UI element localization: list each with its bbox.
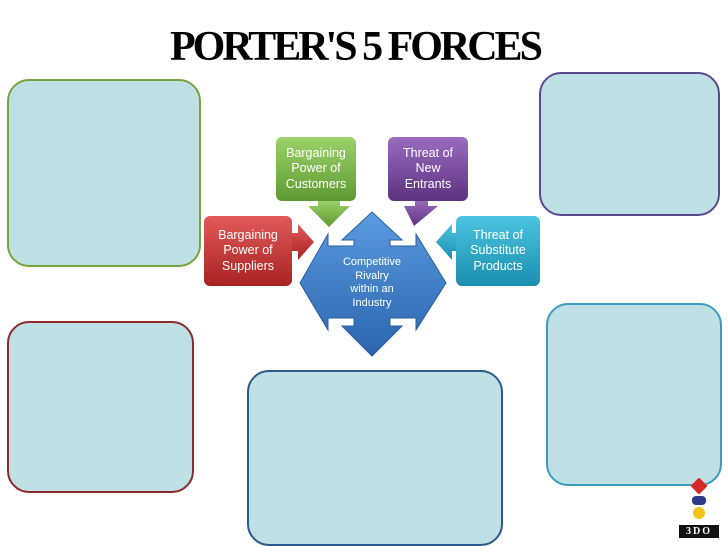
page-title: PORTER'S 5 FORCES xyxy=(170,24,543,70)
label-suppliers-line: Power of xyxy=(223,243,273,258)
label-customers-line: Power of xyxy=(291,161,341,176)
label-substitutes-line: Substitute xyxy=(470,243,526,258)
label-suppliers-line: Suppliers xyxy=(221,258,275,273)
entrants-arrow xyxy=(404,200,438,226)
label-entrants-line: Entrants xyxy=(404,176,452,191)
label-customers-line: Customers xyxy=(285,176,347,191)
label-entrants-line: Threat of xyxy=(402,145,454,160)
label-rivalry-line: Competitive xyxy=(342,256,402,268)
note-box-top-right xyxy=(539,72,720,216)
label-rivalry-line: within an xyxy=(350,283,394,295)
label-substitutes-line: Threat of xyxy=(472,227,524,242)
note-box-middle-right xyxy=(546,303,722,486)
suppliers-box xyxy=(204,216,292,286)
label-customers-line: Bargaining xyxy=(286,145,346,160)
suppliers-arrow xyxy=(292,224,314,260)
label-entrants-line: New xyxy=(415,161,441,176)
logo-text: 3DO xyxy=(679,525,719,538)
note-box-top-left xyxy=(7,79,201,267)
note-box-bottom-center xyxy=(247,370,503,546)
label-rivalry: Competitive Rivalry within an Industry xyxy=(332,256,412,310)
substitutes-box xyxy=(456,216,540,286)
label-suppliers-line: Bargaining xyxy=(218,227,278,242)
entrants-box xyxy=(388,137,468,201)
label-customers: Bargaining Power of Customers xyxy=(276,137,356,201)
label-rivalry-line: Rivalry xyxy=(355,269,389,282)
customers-arrow xyxy=(308,200,350,227)
label-entrants: Threat of New Entrants xyxy=(388,137,468,201)
label-substitutes-line: Products xyxy=(473,258,523,273)
logo-mark-icon xyxy=(690,477,708,519)
note-box-middle-left xyxy=(7,321,194,493)
rivalry-cross-arrow xyxy=(299,211,447,357)
label-substitutes: Threat of Substitute Products xyxy=(456,216,540,286)
label-rivalry-line: Industry xyxy=(352,296,392,309)
customers-box xyxy=(276,137,356,201)
substitutes-arrow xyxy=(436,224,458,260)
brand-logo: 3DO xyxy=(679,477,719,538)
label-suppliers: Bargaining Power of Suppliers xyxy=(204,216,292,286)
